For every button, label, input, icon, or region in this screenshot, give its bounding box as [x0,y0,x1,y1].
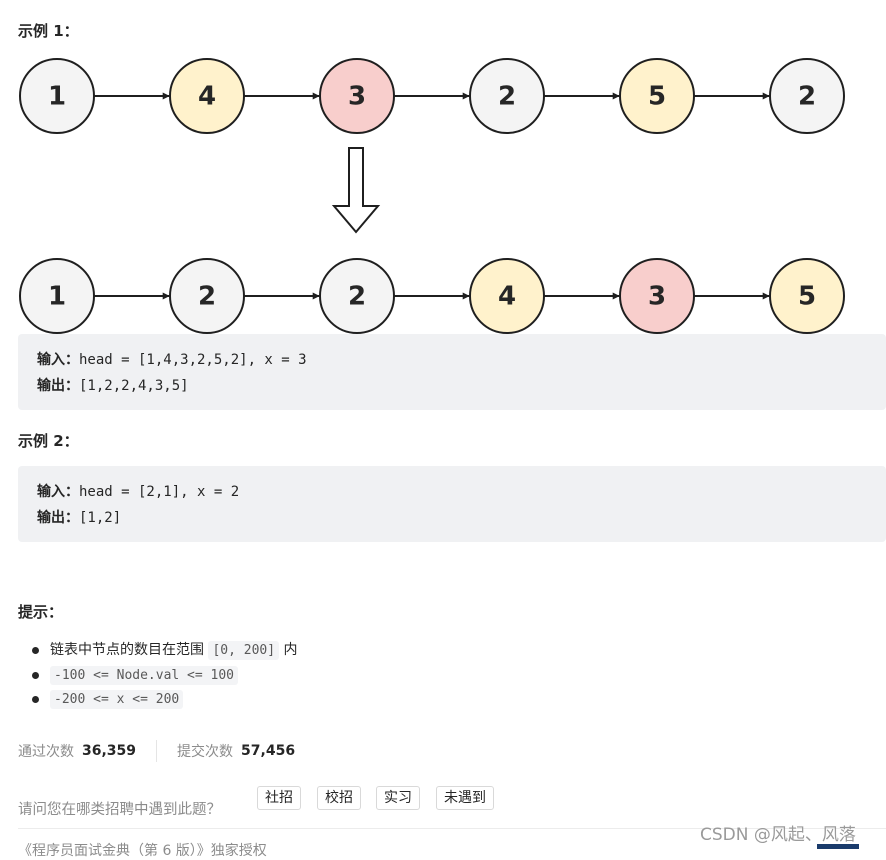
divider [18,828,886,829]
list-node-value: 1 [48,82,66,112]
tag-campus-recruit-button[interactable]: 校招 [317,786,361,810]
list-node [769,258,845,334]
input-value: head = [2,1], x = 2 [79,484,240,500]
list-node-value: 5 [798,282,816,312]
output-value: [1,2] [79,510,122,526]
hint-item: -100 <= Node.val <= 100 [32,663,298,688]
list-node-value: 4 [198,82,216,112]
submission-stats: 通过次数 36,359 提交次数 57,456 [18,740,295,762]
accepted-value: 36,359 [82,743,137,759]
input-label: 输入： [37,352,79,368]
list-node [619,58,695,134]
example2-heading: 示例 2： [18,432,79,450]
list-node-value: 2 [498,82,516,112]
tag-internship-button[interactable]: 实习 [376,786,420,810]
example1-output-line: 输出：[1,2,2,4,3,5] [37,373,886,399]
list-node [319,58,395,134]
list-before-row: 1 4 3 2 5 2 [19,58,845,134]
example1-diagram: 1 4 3 2 5 2 1 2 2 4 3 5 [19,58,845,334]
submitted-label: 提交次数 [177,744,234,760]
example1-codebox: 输入：head = [1,4,3,2,5,2], x = 3 输出：[1,2,2… [18,334,886,410]
example2-output-line: 输出：[1,2] [37,505,886,531]
list-node [769,58,845,134]
list-node [169,258,245,334]
input-label: 输入： [37,484,79,500]
book-credit-link[interactable]: 《程序员面试金典（第 6 版）》独家授权 [18,843,267,859]
list-node-value: 3 [348,82,366,112]
hints-heading: 提示： [18,603,64,621]
hint-code: -100 <= Node.val <= 100 [50,665,239,685]
accepted-label: 通过次数 [18,744,74,760]
output-label: 输出： [37,510,79,526]
example2-input-line: 输入：head = [2,1], x = 2 [37,479,886,505]
list-node [469,58,545,134]
output-label: 输出： [37,378,79,394]
tag-not-encountered-button[interactable]: 未遇到 [436,786,494,810]
csdn-watermark: CSDN @风起、风落 [700,825,856,845]
list-node-value: 2 [198,282,216,312]
list-node-value: 2 [798,82,816,112]
down-arrow-icon [331,147,381,234]
example1-heading: 示例 1： [18,22,79,40]
submitted-value: 57,456 [241,743,296,759]
stats-divider [156,740,158,762]
list-node [619,258,695,334]
list-node [319,258,395,334]
hint-code: -200 <= x <= 200 [50,690,184,709]
list-node [19,258,95,334]
list-node-value: 4 [498,282,516,312]
list-node-value: 1 [48,282,66,312]
example1-input-line: 输入：head = [1,4,3,2,5,2], x = 3 [37,347,886,373]
hints-list: 链表中节点的数目在范围 [0, 200] 内 -100 <= Node.val … [32,638,298,712]
hint-item: 链表中节点的数目在范围 [0, 200] 内 [32,638,298,663]
corner-badge [817,844,859,849]
list-node [169,58,245,134]
input-value: head = [1,4,3,2,5,2], x = 3 [79,352,307,368]
list-node [19,58,95,134]
hint-item: -200 <= x <= 200 [32,687,298,712]
example2-codebox: 输入：head = [2,1], x = 2 输出：[1,2] [18,466,886,542]
output-value: [1,2,2,4,3,5] [79,378,189,394]
tag-social-recruit-button[interactable]: 社招 [257,786,301,810]
list-node-value: 3 [648,282,666,312]
list-node-value: 2 [348,282,366,312]
interview-question: 请问您在哪类招聘中遇到此题？ [18,802,221,818]
hint-code: [0, 200] [208,641,280,660]
list-node-value: 5 [648,82,666,112]
list-node [469,258,545,334]
list-after-row: 1 2 2 4 3 5 [19,258,845,334]
